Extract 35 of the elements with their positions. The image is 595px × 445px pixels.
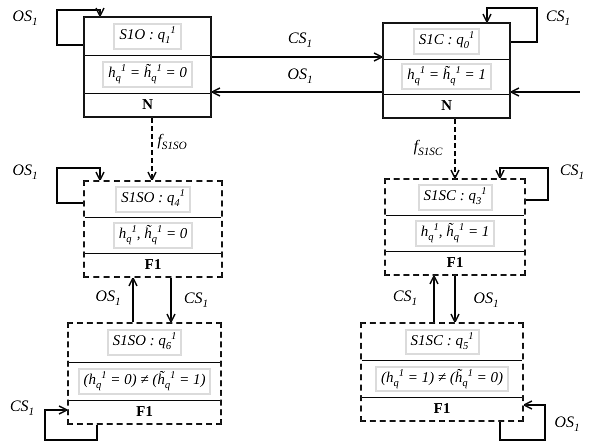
condition-label: (h$_{q}$$^{1}$ = 1) ≠ (h̃$_{q}$$^{1}$ = 0) <box>375 366 509 392</box>
state-box <box>382 22 511 119</box>
arrow <box>212 52 383 62</box>
edge-label: f$_{S1SC}$ <box>412 138 444 158</box>
state-box <box>384 178 526 276</box>
condition-label: h$_{q}$$^{1}$, h̃$_{q}$$^{1}$ = 1 <box>414 220 496 247</box>
condition-label: h$_{q}$$^{1}$ = h̃$_{q}$$^{1}$ = 1 <box>401 63 492 90</box>
arrow <box>499 400 546 441</box>
arrow <box>510 87 580 97</box>
arrow <box>429 275 439 322</box>
state-box <box>67 322 222 425</box>
edge-label: f$_{S1SO}$ <box>156 132 188 152</box>
arrow <box>495 167 549 201</box>
arrow <box>147 118 157 181</box>
mode-label: N <box>142 98 153 112</box>
condition-label: (h$_{q}$$^{1}$ = 0) ≠ (h̃$_{q}$$^{1}$ = 1) <box>78 368 212 395</box>
arrow <box>56 167 105 204</box>
state-box <box>83 16 212 118</box>
mode-label: F1 <box>446 256 464 270</box>
arrow <box>450 119 460 179</box>
mode-label: F1 <box>434 402 450 416</box>
arrow <box>128 277 138 322</box>
condition-label: h$_{q}$$^{1}$, h̃$_{q}$$^{1}$ = 0 <box>112 222 194 249</box>
mode-label: F1 <box>144 258 162 272</box>
condition-label: h$_{q}$$^{1}$ = h̃$_{q}$$^{1}$ = 0 <box>102 61 193 88</box>
mode-label: F1 <box>136 404 153 420</box>
arrow <box>482 7 538 43</box>
state-box <box>360 322 524 422</box>
arrow <box>450 276 460 323</box>
state-box <box>83 180 223 278</box>
arrow <box>44 405 98 441</box>
arrow <box>211 87 382 97</box>
mode-label: N <box>441 98 452 114</box>
arrow <box>166 278 176 323</box>
arrow <box>56 7 105 46</box>
